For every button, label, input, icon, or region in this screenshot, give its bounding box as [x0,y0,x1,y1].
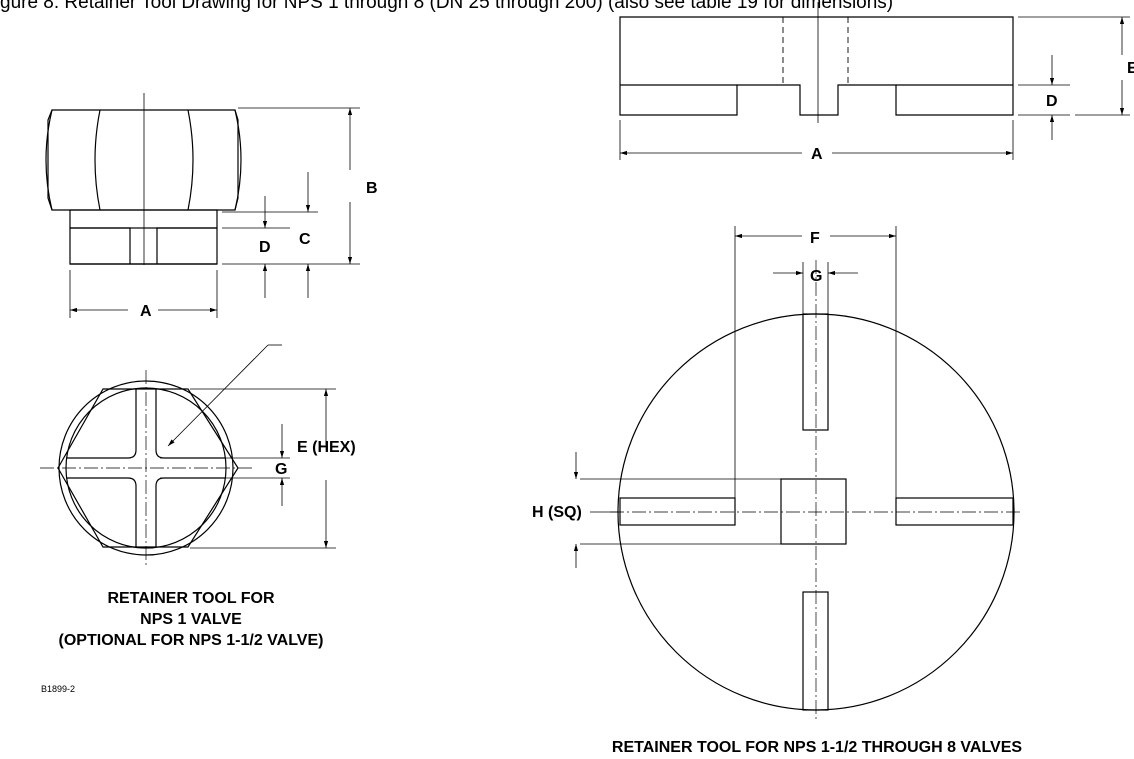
large-dim-f-label: F [810,230,820,247]
nps1-side-view [45,93,242,265]
large-dim-g-label: G [810,268,822,285]
large-tool-side-dimensions: A D E [619,16,1134,163]
nps1-caption-line1: RETAINER TOOL FOR [107,590,275,607]
large-tool-plan-dimensions: F G H (SQ) [532,226,897,568]
nps1-dim-g-label: G [275,461,287,478]
nps1-end-view [40,344,282,565]
figure-title-fragment: gure 8. Retainer Tool Drawing for NPS 1 … [0,0,893,13]
large-dim-e-label: E [1127,60,1134,77]
large-tool-plan-view [610,260,1022,722]
nps1-caption-line3: (OPTIONAL FOR NPS 1-1/2 VALVE) [59,632,324,649]
large-dim-a-label: A [811,146,823,163]
nps1-dim-a-label: A [140,303,152,320]
nps1-dim-e-hex-label: E (HEX) [297,439,356,456]
large-tool-caption: RETAINER TOOL FOR NPS 1-1/2 THROUGH 8 VA… [612,739,1022,756]
nps1-dim-c-label: C [299,231,311,248]
nps1-end-dimension-lines: E (HEX) G [160,388,356,549]
large-tool-side-view [619,2,1014,123]
nps1-dimension-lines: A B C D [69,107,378,320]
nps1-caption-line2: NPS 1 VALVE [140,611,242,628]
nps1-dim-b-label: B [366,180,378,197]
large-dim-h-sq-label: H (SQ) [532,504,582,521]
nps1-dim-d-label: D [259,239,271,256]
large-dim-d-label: D [1046,93,1058,110]
drawing-code: B1899-2 [41,684,75,694]
